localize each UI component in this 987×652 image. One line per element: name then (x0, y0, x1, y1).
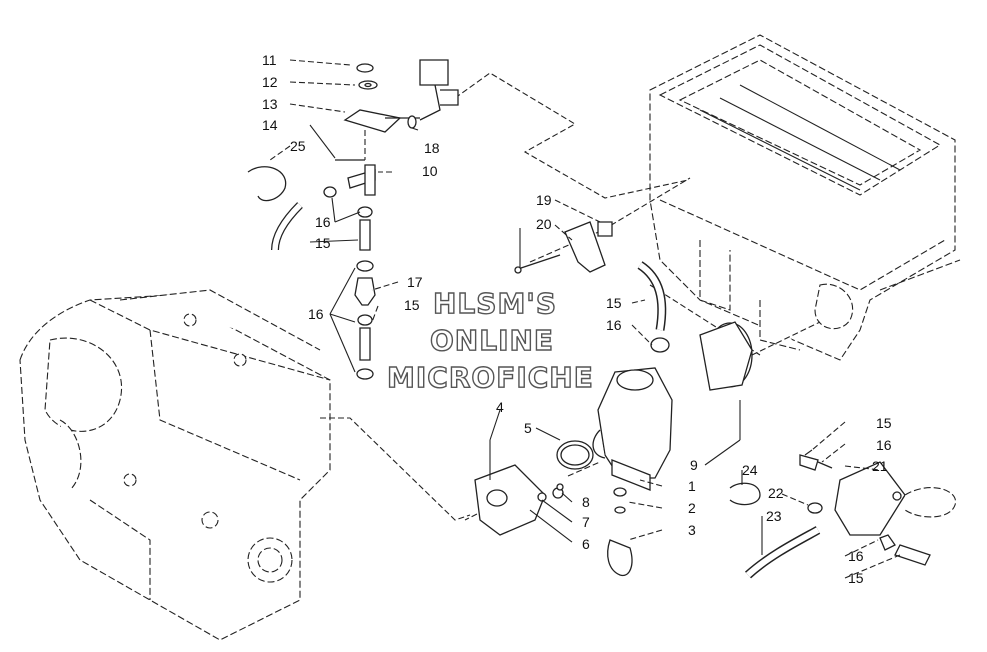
engine (19, 289, 331, 641)
fuel-valve-assembly (247, 59, 459, 380)
callout-6: 6 (582, 536, 590, 552)
callout-15-pump-top: 15 (876, 415, 892, 431)
air-box (649, 34, 961, 361)
callout-16-pump-bottom: 16 (848, 548, 864, 564)
callout-15-top: 15 (315, 235, 331, 251)
callout-3: 3 (688, 522, 696, 538)
watermark-line-3: MICROFICHE (387, 361, 594, 394)
watermark-line-2: ONLINE (430, 324, 554, 357)
fuel-pump (729, 454, 956, 579)
callout-labels: 11 12 13 14 25 18 10 16 15 17 16 15 19 2… (262, 52, 892, 586)
callout-11: 11 (262, 52, 277, 68)
watermark-line-1: HLSM'S (433, 287, 557, 320)
callout-15-hose: 15 (606, 295, 622, 311)
carburetor (474, 321, 753, 577)
mount-bracket (514, 221, 613, 274)
callout-15-pump-bottom: 15 (848, 570, 864, 586)
vent-hose (637, 261, 670, 353)
callout-16-hose: 16 (606, 317, 622, 333)
callout-16-top: 16 (315, 214, 331, 230)
callout-22: 22 (768, 485, 784, 501)
callout-1: 1 (688, 478, 696, 494)
callout-20: 20 (536, 216, 552, 232)
watermark: HLSM'S ONLINE MICROFICHE (386, 286, 594, 394)
callout-10: 10 (422, 163, 438, 179)
callout-7: 7 (582, 514, 590, 530)
callout-21: 21 (872, 458, 888, 474)
callout-24: 24 (742, 462, 758, 478)
callout-12: 12 (262, 74, 278, 90)
callout-25: 25 (290, 138, 306, 154)
callout-16-mid: 16 (308, 306, 324, 322)
callout-5: 5 (524, 420, 532, 436)
callout-19: 19 (536, 192, 552, 208)
callout-8: 8 (582, 494, 590, 510)
callout-4: 4 (496, 399, 504, 415)
callout-17: 17 (407, 274, 423, 290)
callout-16-pump-top: 16 (876, 437, 892, 453)
leader-lines (269, 59, 901, 579)
callout-13: 13 (262, 96, 278, 112)
callout-23: 23 (766, 508, 782, 524)
callout-9: 9 (690, 457, 698, 473)
callout-14: 14 (262, 117, 278, 133)
callout-15-mid: 15 (404, 297, 420, 313)
callout-18: 18 (424, 140, 440, 156)
callout-2: 2 (688, 500, 696, 516)
